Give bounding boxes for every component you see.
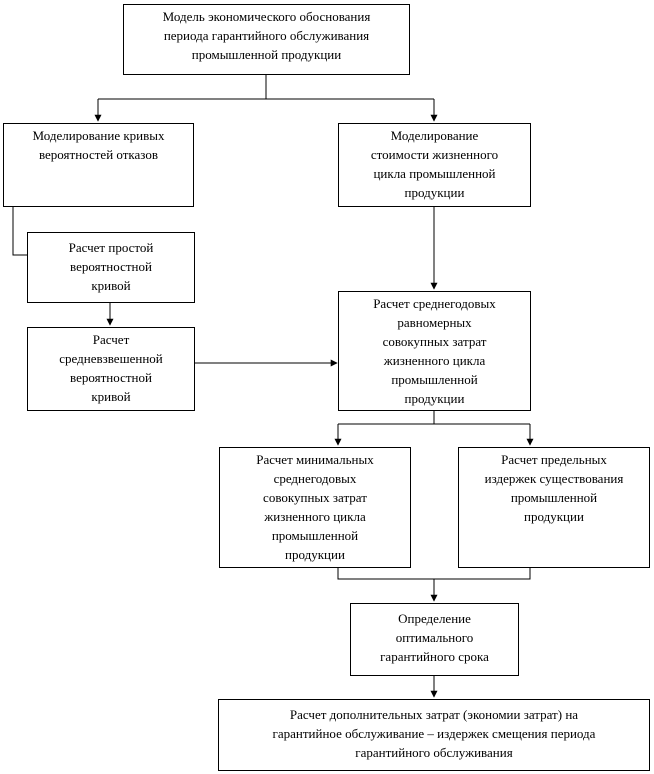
node-additional-costs: Расчет дополнительных затрат (экономии з… [218, 699, 650, 771]
node-failure-curves-label: Моделирование кривых вероятностей отказо… [32, 128, 165, 162]
node-marginal-costs-label: Расчет предельных издержек существования… [484, 452, 624, 524]
node-optimal-term-label: Определение оптимального гарантийного ср… [380, 611, 489, 664]
node-avg-annual-costs-label: Расчет среднегодовых равномерных совокуп… [373, 296, 496, 406]
node-min-costs: Расчет минимальных среднегодовых совокуп… [219, 447, 411, 568]
node-simple-curve-label: Расчет простой вероятностной кривой [68, 240, 154, 293]
node-lifecycle-cost: Моделирование стоимости жизненного цикла… [338, 123, 531, 207]
node-weighted-curve: Расчет средневзвешенной вероятностной кр… [27, 327, 195, 411]
node-avg-annual-costs: Расчет среднегодовых равномерных совокуп… [338, 291, 531, 411]
node-marginal-costs: Расчет предельных издержек существования… [458, 447, 650, 568]
node-failure-curves: Моделирование кривых вероятностей отказо… [3, 123, 194, 207]
node-optimal-term: Определение оптимального гарантийного ср… [350, 603, 519, 676]
node-weighted-curve-label: Расчет средневзвешенной вероятностной кр… [59, 332, 163, 404]
node-min-costs-label: Расчет минимальных среднегодовых совокуп… [256, 452, 374, 562]
connector-failure-to-simple [12, 207, 27, 256]
node-model-label: Модель экономического обоснования период… [162, 9, 371, 62]
connector-avg-split [338, 411, 530, 425]
connector-top-split [98, 75, 434, 100]
node-additional-costs-label: Расчет дополнительных затрат (экономии з… [272, 707, 596, 760]
node-lifecycle-cost-label: Моделирование стоимости жизненного цикла… [370, 128, 499, 200]
connector-merge [337, 568, 531, 580]
node-simple-curve: Расчет простой вероятностной кривой [27, 232, 195, 303]
node-model: Модель экономического обоснования период… [123, 4, 410, 75]
